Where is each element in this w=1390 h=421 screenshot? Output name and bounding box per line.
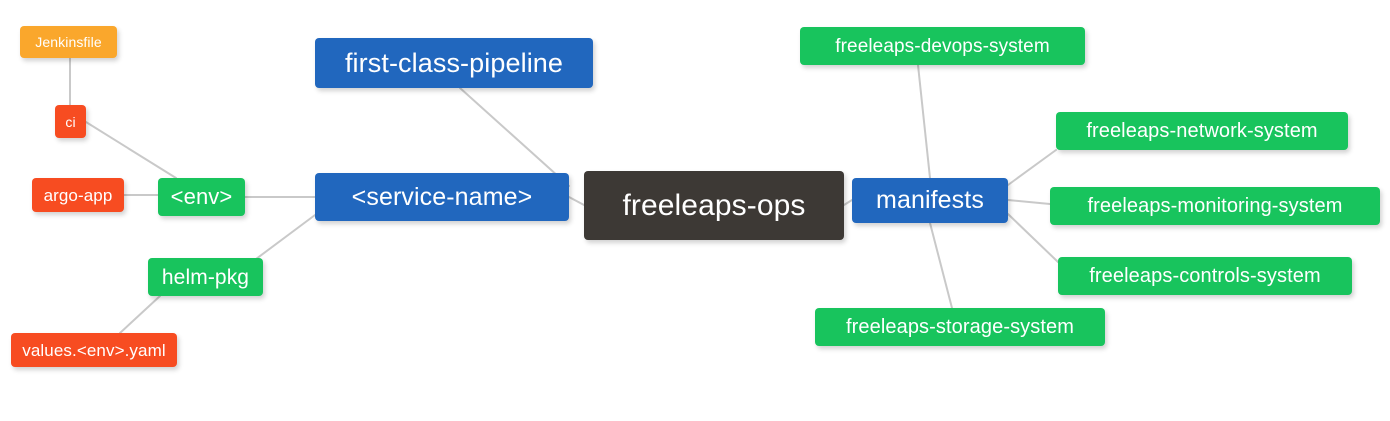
node-service-name[interactable]: <service-name>: [315, 173, 569, 221]
edge-manifests-to-freeleaps-monitoring-system: [1007, 199, 1051, 205]
node-label-helm-pkg: helm-pkg: [161, 265, 250, 289]
edge-helm-pkg-to-values-env-yaml: [119, 295, 161, 334]
node-freeleaps-controls-system[interactable]: freeleaps-controls-system: [1058, 257, 1352, 295]
edge-root-to-manifests: [843, 199, 853, 206]
edge-manifests-to-freeleaps-devops-system: [917, 64, 931, 179]
node-freeleaps-storage-system[interactable]: freeleaps-storage-system: [815, 308, 1105, 346]
node-label-first-class-pipeline: first-class-pipeline: [344, 47, 564, 78]
node-helm-pkg[interactable]: helm-pkg: [148, 258, 263, 296]
node-label-freeleaps-monitoring-system: freeleaps-monitoring-system: [1087, 195, 1343, 217]
edge-service-name-to-first-class-pipeline: [459, 87, 570, 187]
node-label-freeleaps-storage-system: freeleaps-storage-system: [845, 316, 1075, 338]
node-manifests[interactable]: manifests: [852, 178, 1008, 223]
edge-env-to-ci: [85, 121, 177, 179]
node-label-values-env-yaml: values.<env>.yaml: [22, 340, 166, 360]
node-root[interactable]: freeleaps-ops: [584, 171, 844, 240]
edge-manifests-to-freeleaps-network-system: [1007, 149, 1057, 186]
edge-manifests-to-freeleaps-storage-system: [929, 222, 953, 309]
node-label-argo-app: argo-app: [43, 185, 113, 205]
node-freeleaps-devops-system[interactable]: freeleaps-devops-system: [800, 27, 1085, 65]
node-label-manifests: manifests: [876, 186, 984, 214]
node-label-jenkinsfile: Jenkinsfile: [35, 34, 102, 50]
node-label-service-name: <service-name>: [351, 182, 533, 211]
node-freeleaps-network-system[interactable]: freeleaps-network-system: [1056, 112, 1348, 150]
node-argo-app[interactable]: argo-app: [32, 178, 124, 212]
node-ci[interactable]: ci: [55, 105, 86, 138]
node-label-env: <env>: [170, 184, 233, 209]
node-label-freeleaps-controls-system: freeleaps-controls-system: [1089, 265, 1321, 287]
node-label-freeleaps-devops-system: freeleaps-devops-system: [835, 35, 1050, 57]
edge-root-to-service-name: [568, 196, 585, 206]
node-label-freeleaps-network-system: freeleaps-network-system: [1086, 120, 1318, 142]
node-freeleaps-monitoring-system[interactable]: freeleaps-monitoring-system: [1050, 187, 1380, 225]
node-env[interactable]: <env>: [158, 178, 245, 216]
node-label-root: freeleaps-ops: [622, 188, 806, 222]
edge-service-name-to-helm-pkg: [251, 214, 316, 263]
node-label-ci: ci: [65, 113, 76, 130]
node-values-env-yaml[interactable]: values.<env>.yaml: [11, 333, 177, 367]
node-jenkinsfile[interactable]: Jenkinsfile: [20, 26, 117, 58]
node-first-class-pipeline[interactable]: first-class-pipeline: [315, 38, 593, 88]
